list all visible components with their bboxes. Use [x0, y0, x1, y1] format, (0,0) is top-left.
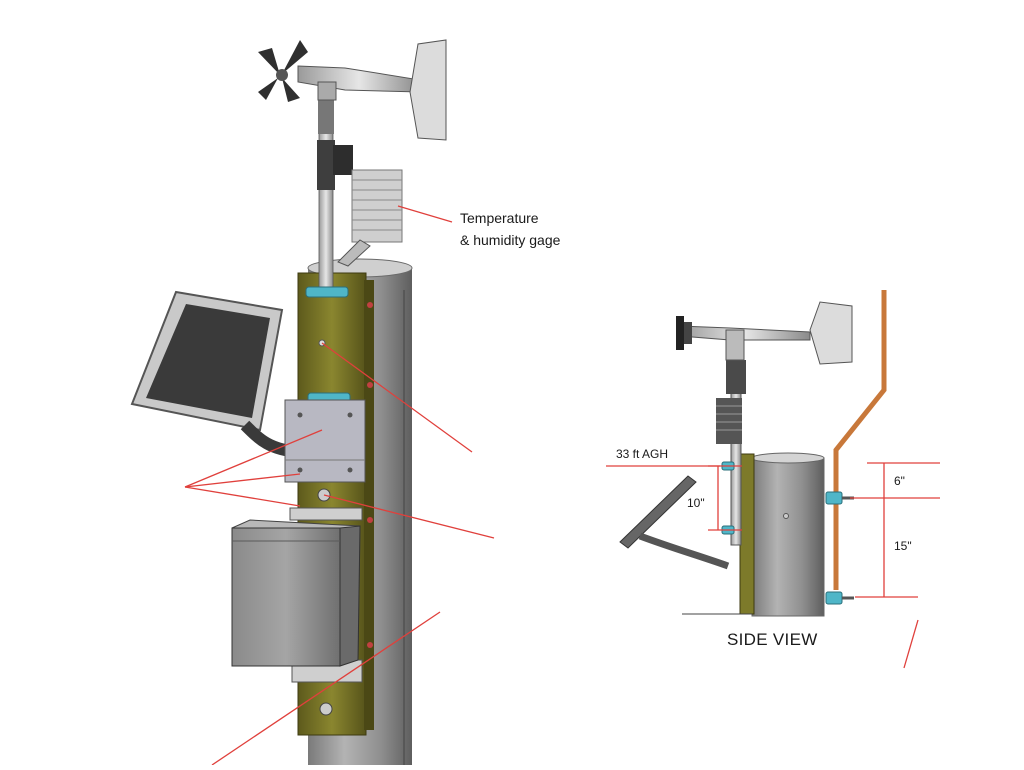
- dimension-15-label: 15": [894, 539, 912, 553]
- bolt: [367, 382, 373, 388]
- side-propeller-icon: [676, 316, 692, 350]
- height-agh-label: 33 ft AGH: [616, 447, 669, 461]
- dimension-10-label: 10": [687, 496, 705, 510]
- solar-panel: [130, 290, 301, 458]
- bolt: [367, 642, 373, 648]
- side-radiation-shield: [716, 398, 742, 444]
- conduit: [825, 290, 887, 605]
- side-view: [619, 290, 887, 617]
- side-view-title: SIDE VIEW: [727, 630, 818, 649]
- bolt: [367, 517, 373, 523]
- anemometer: [258, 39, 447, 141]
- leader-lines-left: [184, 205, 495, 766]
- dimension-lines: [606, 462, 940, 669]
- propeller-icon: [258, 40, 308, 102]
- temperature-gage-label: Temperature: [460, 210, 539, 226]
- bolt: [367, 302, 373, 308]
- humidity-gage-label: & humidity gage: [460, 232, 561, 248]
- enclosure-box: [231, 519, 361, 667]
- radiation-shield: [337, 169, 403, 267]
- dimension-6-label: 6": [894, 474, 905, 488]
- side-solar-panel: [619, 475, 730, 570]
